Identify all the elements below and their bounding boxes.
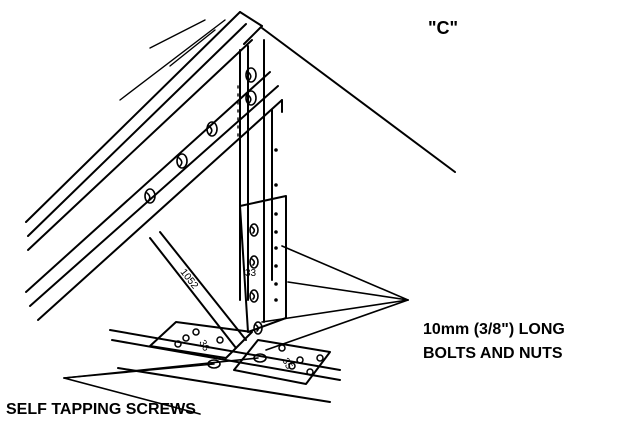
rafter-beam xyxy=(25,11,283,321)
cleat-holes xyxy=(274,148,278,302)
plate-right-part-mark: 35 xyxy=(279,356,294,371)
bolts-callout: 10mm (3/8") LONG BOLTS AND NUTS xyxy=(423,318,565,366)
bolts-callout-line2: BOLTS AND NUTS xyxy=(423,345,563,362)
screws-callout: SELF TAPPING SCREWS xyxy=(6,401,196,418)
brace-part-mark: 1052 xyxy=(178,267,201,292)
bolts-callout-line1: 10mm (3/8") LONG xyxy=(423,321,565,338)
bolts-leader-lines xyxy=(261,245,409,351)
base-plate-holes xyxy=(174,328,324,376)
screws-leader-lines xyxy=(63,357,259,415)
diagonal-brace xyxy=(149,231,247,349)
plate-left-part-mark: 36 xyxy=(196,338,211,353)
upright-part-mark: 33 xyxy=(245,268,257,279)
roof-hatching xyxy=(119,19,226,101)
cleat-bracket xyxy=(239,195,287,333)
base-rails xyxy=(109,329,341,403)
figure-label: "C" xyxy=(428,18,459,38)
base-plate-left xyxy=(149,321,253,359)
rafter-bolts xyxy=(144,121,218,204)
roof-edge-line xyxy=(261,27,456,173)
cleat-bolts xyxy=(249,223,263,335)
upright-top-bolts xyxy=(245,67,257,106)
